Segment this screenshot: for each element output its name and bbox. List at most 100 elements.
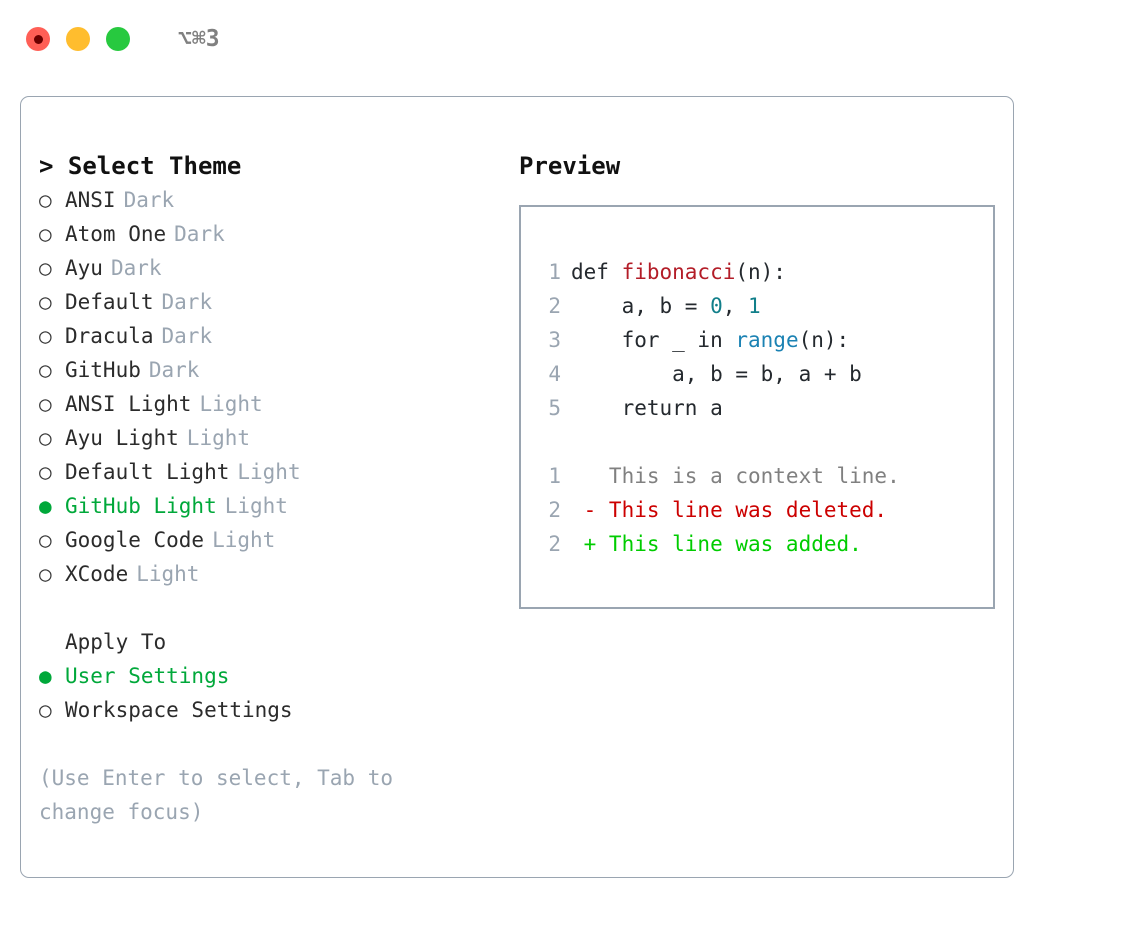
line-content: return a <box>571 391 723 425</box>
token: fibonacci <box>621 260 736 284</box>
line-number: 4 <box>548 362 561 386</box>
keyboard-shortcut-label: ⌥⌘3 <box>178 26 220 52</box>
theme-item-category: Dark <box>110 256 162 280</box>
radio-unselected-icon: ○ <box>39 460 52 484</box>
token: This is a context line. <box>571 464 900 488</box>
line-number: 1 <box>548 260 561 284</box>
theme-item-label: Google Code <box>65 528 205 552</box>
theme-item-category: Light <box>212 528 276 552</box>
code-line: 1 def fibonacci(n): <box>535 255 993 289</box>
diff-sample: 1 This is a context line.2 - This line w… <box>535 459 993 561</box>
diff-line: 1 This is a context line. <box>535 459 993 493</box>
theme-item-label: Default <box>65 290 154 314</box>
line-content: for _ in range(n): <box>571 323 850 357</box>
line-content: This is a context line. <box>571 459 900 493</box>
apply-to-item[interactable]: ● User Settings <box>39 659 499 693</box>
minimize-button[interactable] <box>66 27 90 51</box>
line-number: 2 <box>548 294 561 318</box>
diff-line: 2 - This line was deleted. <box>535 493 993 527</box>
theme-item-label: Ayu Light <box>65 426 179 450</box>
theme-item-label: GitHub Light <box>65 494 217 518</box>
token: def <box>571 260 622 284</box>
close-icon <box>33 34 43 44</box>
theme-item[interactable]: ○ Google Code Light <box>39 523 499 557</box>
radio-unselected-icon: ○ <box>39 324 52 348</box>
theme-item-category: Dark <box>123 188 175 212</box>
theme-item-category: Light <box>136 562 200 586</box>
line-number: 5 <box>548 396 561 420</box>
theme-item-category: Dark <box>174 222 225 246</box>
radio-unselected-icon: ○ <box>39 188 52 212</box>
token: (n): <box>798 328 850 352</box>
theme-item-category: Dark <box>161 290 213 314</box>
theme-item[interactable]: ○ Dracula Dark <box>39 319 499 353</box>
theme-item[interactable]: ○ Default Dark <box>39 285 499 319</box>
line-number: 2 <box>548 498 561 522</box>
apply-to-item-label: User Settings <box>65 664 230 688</box>
radio-unselected-icon: ○ <box>39 426 52 450</box>
line-content: a, b = b, a + b <box>571 357 862 391</box>
theme-item[interactable]: ○ Ayu Dark <box>39 251 499 285</box>
theme-item-label: Dracula <box>65 324 154 348</box>
token: (n): <box>735 260 786 284</box>
theme-item-label: GitHub <box>65 358 141 382</box>
code-line: 3 for _ in range(n): <box>535 323 993 357</box>
line-content: + This line was added. <box>571 527 862 561</box>
theme-item-label: Ayu <box>65 256 103 280</box>
line-content: a, b = 0, 1 <box>571 289 761 323</box>
preview-header: Preview <box>519 152 621 180</box>
token: for _ in <box>571 328 736 352</box>
theme-item-label: XCode <box>65 562 129 586</box>
code-line: 2 a, b = 0, 1 <box>535 289 993 323</box>
theme-item-label: Default Light <box>65 460 230 484</box>
close-button[interactable] <box>26 27 50 51</box>
diff-line: 2 + This line was added. <box>535 527 993 561</box>
radio-unselected-icon: ○ <box>39 222 52 246</box>
code-spacer <box>535 425 993 459</box>
radio-selected-icon: ● <box>39 494 52 518</box>
line-number: 1 <box>548 464 561 488</box>
maximize-button[interactable] <box>106 27 130 51</box>
radio-unselected-icon: ○ <box>39 562 52 586</box>
theme-item-category: Dark <box>161 324 213 348</box>
theme-item-category: Dark <box>148 358 200 382</box>
radio-unselected-icon: ○ <box>39 392 52 416</box>
select-theme-header: > Select Theme <box>39 152 242 180</box>
theme-item[interactable]: ○ Atom One Dark <box>39 217 499 251</box>
theme-item[interactable]: ○ Default Light Light <box>39 455 499 489</box>
apply-to-item-label: Workspace Settings <box>65 698 293 722</box>
theme-item[interactable]: ● GitHub Light Light <box>39 489 499 523</box>
radio-unselected-icon: ○ <box>39 290 52 314</box>
token: range <box>735 328 799 352</box>
theme-item-category: Light <box>199 392 263 416</box>
theme-item-label: Atom One <box>65 222 167 246</box>
radio-unselected-icon: ○ <box>39 528 52 552</box>
line-number: 3 <box>548 328 561 352</box>
token: a, b = <box>571 294 711 318</box>
line-content: def fibonacci(n): <box>571 255 786 289</box>
token: a, b = b, a + b <box>571 362 862 386</box>
line-number: 2 <box>548 532 561 556</box>
theme-item[interactable]: ○ GitHub Dark <box>39 353 499 387</box>
radio-selected-icon: ● <box>39 664 52 688</box>
code-line: 5 return a <box>535 391 993 425</box>
token: return a <box>571 396 723 420</box>
token: - This line was deleted. <box>571 498 888 522</box>
theme-item-category: Light <box>237 460 301 484</box>
radio-unselected-icon: ○ <box>39 358 52 382</box>
theme-item[interactable]: ○ XCode Light <box>39 557 499 591</box>
token: 0 <box>710 294 723 318</box>
radio-unselected-icon: ○ <box>39 256 52 280</box>
theme-item-category: Light <box>224 494 288 518</box>
line-content: - This line was deleted. <box>571 493 887 527</box>
apply-to-list: ● User Settings ○Workspace Settings <box>39 659 499 727</box>
title-bar: ⌥⌘3 <box>0 0 1140 78</box>
apply-to-item[interactable]: ○Workspace Settings <box>39 693 499 727</box>
